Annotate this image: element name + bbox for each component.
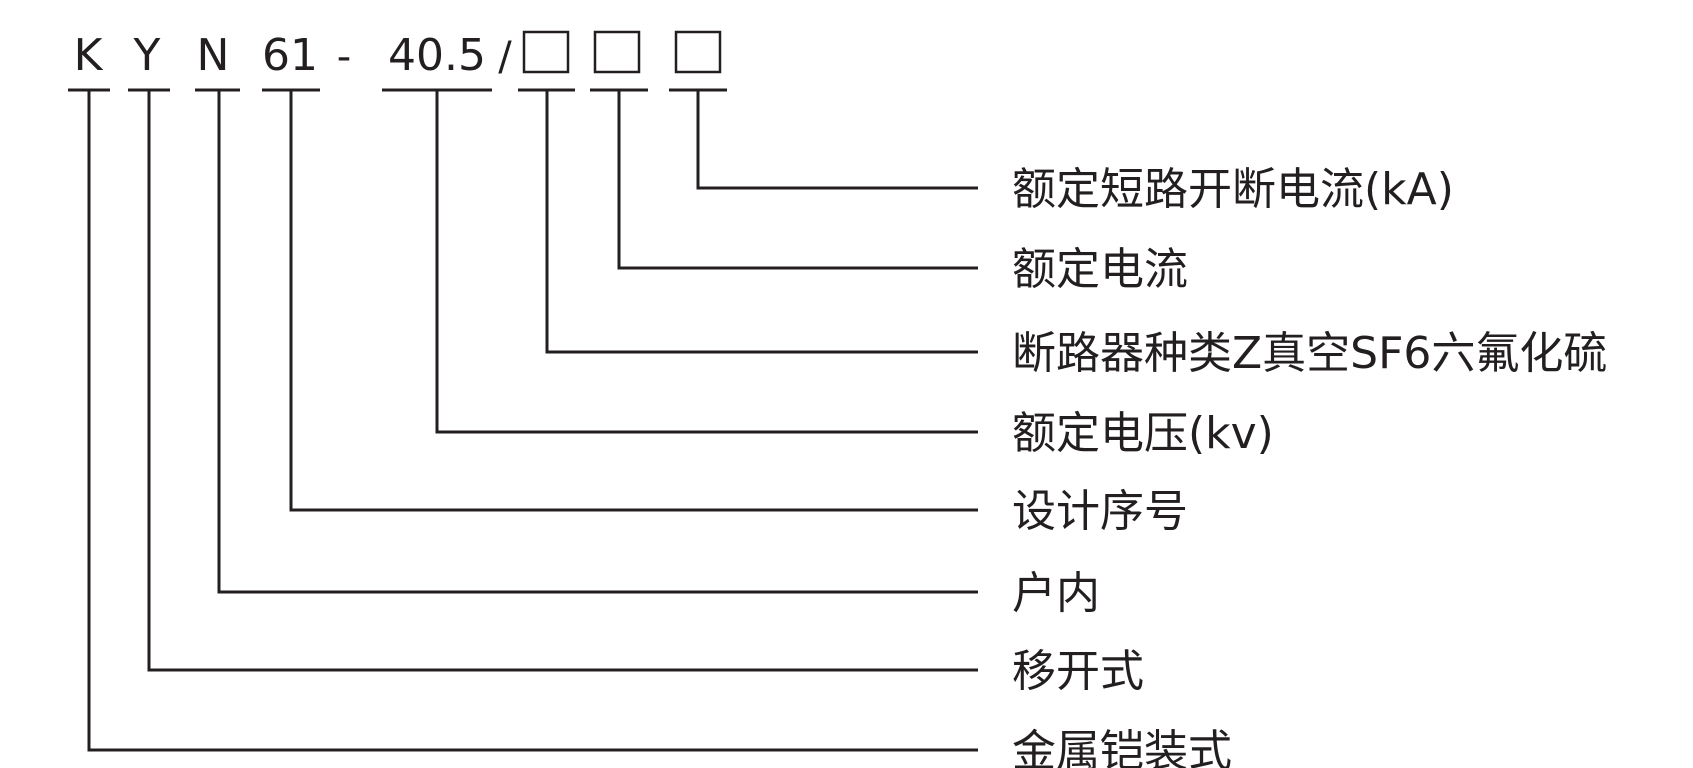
leader-breaking-current [696,90,978,190]
code-dash: - [337,34,351,80]
label-metal-clad: 金属铠装式 [1012,726,1232,768]
label-breaker-type: 断路器种类Z真空SF6六氟化硫 [1012,328,1607,379]
leader-metal-clad [87,90,978,752]
leader-rated-voltage [435,90,978,434]
leader-withdrawable [147,90,978,672]
leader-breaker-type [545,90,978,354]
label-indoor: 户内 [1012,568,1100,619]
placeholder-box-rated-current [593,30,641,74]
placeholder-box-breaker-type [522,30,570,74]
leader-indoor [217,90,978,594]
code-voltage: 40.5 [388,30,486,81]
code-y: Y [133,30,161,81]
leader-rated-current [617,90,978,270]
label-rated-short-circuit-breaking-current: 额定短路开断电流(kA) [1012,164,1454,215]
code-k: K [74,30,104,81]
code-slash: / [498,34,512,80]
label-rated-voltage: 额定电压(kv) [1012,408,1274,459]
code-61: 61 [262,30,318,81]
label-rated-current: 额定电流 [1012,244,1188,295]
leader-design-serial [289,90,978,512]
label-withdrawable: 移开式 [1012,646,1144,697]
code-n: N [197,30,230,81]
placeholder-box-breaking-current [674,30,722,74]
label-design-serial: 设计序号 [1012,486,1188,537]
